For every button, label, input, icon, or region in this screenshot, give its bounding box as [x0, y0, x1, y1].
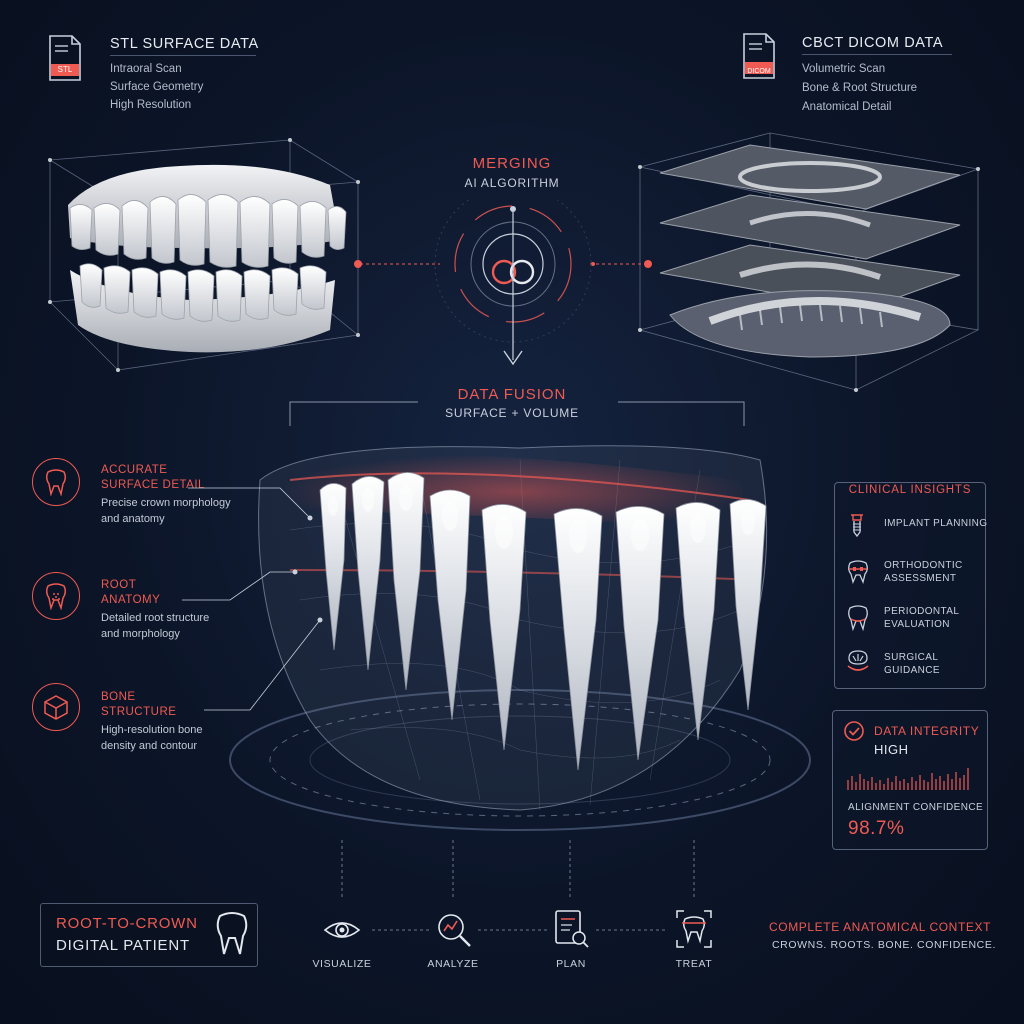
cube-icon [44, 695, 68, 720]
feature-surface-icon-ring [32, 458, 80, 506]
stl-badge: STL [57, 65, 73, 74]
insight-perio-label-1: PERIODONTAL [884, 606, 960, 617]
context-title: COMPLETE ANATOMICAL CONTEXT [769, 920, 992, 934]
merging-algorithm-diagram [354, 200, 652, 366]
step-analyze-label[interactable]: ANALYZE [427, 958, 479, 970]
feature-bone-desc-1: High-resolution bone [101, 724, 203, 736]
stl-dental-model [48, 138, 360, 372]
stl-file-icon [49, 35, 81, 81]
alignment-confidence-value: 98.7% [848, 818, 905, 839]
tooth-root-icon [45, 583, 67, 610]
insight-surgical-label-1: SURGICAL [884, 652, 939, 663]
insight-implant-label: IMPLANT PLANNING [884, 518, 988, 529]
insight-surgical-label-2: GUIDANCE [884, 665, 940, 676]
dicom-file-icon [743, 33, 775, 79]
insight-ortho-label-1: ORTHODONTIC [884, 560, 963, 571]
stl-title: STL SURFACE DATA [110, 36, 259, 52]
dicom-line-2: Bone & Root Structure [802, 82, 918, 94]
insight-ortho-label-2: ASSESSMENT [884, 573, 957, 584]
feature-surface-desc-2: and anatomy [101, 513, 165, 525]
stl-title-rule [110, 55, 256, 56]
clinical-insights-panel [834, 482, 986, 689]
cbct-slices-image [638, 132, 980, 392]
tooth-icon [848, 605, 868, 631]
dicom-badge: DICOM [747, 68, 771, 75]
data-integrity-title: DATA INTEGRITY [874, 724, 980, 738]
context-subtitle: CROWNS. ROOTS. BONE. CONFIDENCE. [772, 939, 996, 951]
tooth-icon [216, 912, 248, 955]
feature-bone-title-2: STRUCTURE [101, 706, 177, 718]
step-plan-label[interactable]: PLAN [556, 958, 586, 970]
eye-icon[interactable] [322, 914, 362, 946]
alignment-confidence-label: ALIGNMENT CONFIDENCE [848, 802, 984, 813]
feature-leader-lines [182, 487, 323, 711]
feature-surface-title-1: ACCURATE [101, 464, 168, 476]
fused-jaw-model [229, 445, 811, 831]
fusion-subtitle: SURFACE + VOLUME [445, 406, 579, 420]
magnifier-chart-icon[interactable] [434, 910, 474, 950]
surgical-icon [847, 650, 869, 671]
merging-subtitle: AI ALGORITHM [464, 176, 560, 190]
root-to-crown-title: ROOT-TO-CROWN [56, 915, 198, 932]
feature-surface-title-2: SURFACE DETAIL [101, 479, 205, 491]
fusion-title: DATA FUSION [457, 386, 567, 403]
tooth-outline-icon [45, 469, 67, 496]
integrity-waveform [847, 768, 969, 790]
feature-root-title-2: ANATOMY [101, 594, 161, 606]
dicom-title: CBCT DICOM DATA [802, 35, 944, 51]
feature-bone-icon-ring [32, 683, 80, 731]
braces-icon [848, 560, 868, 584]
dicom-title-rule [802, 54, 952, 55]
implant-icon [851, 514, 863, 538]
root-to-crown-subtitle: DIGITAL PATIENT [56, 937, 190, 954]
feature-root-desc-1: Detailed root structure [101, 612, 210, 624]
feature-bone-title-1: BONE [101, 691, 136, 703]
root-to-crown-box [40, 903, 258, 967]
tooth-target-icon[interactable] [674, 908, 714, 950]
data-integrity-panel [832, 710, 988, 850]
plan-document-icon[interactable] [552, 908, 592, 950]
feature-root-icon-ring [32, 572, 80, 620]
fusion-bracket [289, 401, 745, 426]
step-visualize-label[interactable]: VISUALIZE [312, 958, 372, 970]
feature-root-desc-2: and morphology [101, 628, 180, 640]
merging-title: MERGING [472, 155, 552, 172]
feature-bone-desc-2: density and contour [101, 740, 198, 752]
insight-perio-label-2: EVALUATION [884, 619, 950, 630]
data-integrity-value: HIGH [874, 742, 909, 757]
stl-line-3: High Resolution [110, 99, 192, 111]
stl-line-1: Intraoral Scan [110, 63, 182, 75]
stl-line-2: Surface Geometry [110, 81, 204, 93]
dicom-line-1: Volumetric Scan [802, 63, 886, 75]
workflow-connectors [341, 840, 695, 931]
check-circle-icon [844, 721, 864, 741]
feature-root-title-1: ROOT [101, 579, 137, 591]
clinical-insights-title: CLINICAL INSIGHTS [848, 484, 972, 496]
dicom-line-3: Anatomical Detail [802, 101, 892, 113]
step-treat-label[interactable]: TREAT [675, 958, 713, 970]
feature-surface-desc-1: Precise crown morphology [101, 497, 231, 509]
